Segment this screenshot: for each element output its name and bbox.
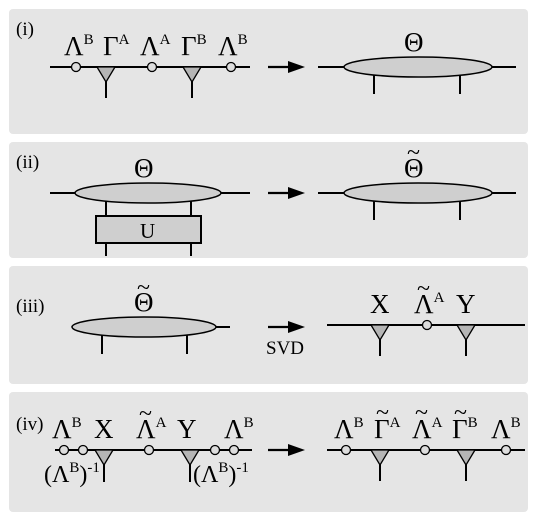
panel-iii-background	[9, 266, 528, 384]
panel-iv-left-labels: ΛB X ~ ΛA Y ΛB	[52, 401, 254, 444]
lambda-a-tilde-label: ~ ΛA	[414, 276, 445, 319]
theta-label: Θ	[134, 153, 154, 183]
x-tensor	[93, 449, 115, 467]
tilde-mark: ~	[139, 401, 152, 427]
theta-tensor	[343, 56, 493, 78]
lambda-b-node	[58, 444, 70, 456]
panel-i-labels: ΛB ΓA ΛA ΓB ΛB	[64, 31, 248, 61]
lambda-b-inverse-node	[209, 444, 221, 456]
gamma-a-tilde-tensor	[369, 449, 391, 467]
y-tensor	[179, 449, 201, 467]
panel-ii-id: (ii)	[16, 152, 39, 173]
lambda-a-tilde-node	[421, 319, 433, 331]
theta-tilde-tensor	[71, 316, 217, 338]
tilde-mark: ~	[137, 275, 150, 301]
tensor-label: ΛA	[136, 414, 167, 444]
tensor-label: ΛB	[334, 414, 364, 444]
tensor-label: Y	[177, 414, 197, 444]
gamma-b-tensor	[181, 66, 203, 84]
panel-iii-id: (iii)	[16, 296, 45, 317]
panel-iv-right-labels: ΛB ~ ΓA ~ ΛA ~ ΓB ΛB	[334, 400, 521, 444]
gamma-a-tensor	[95, 66, 117, 84]
tensor-label: ΛA	[412, 414, 443, 444]
lambda-b-node	[70, 61, 82, 73]
lambda-b-node	[228, 444, 240, 456]
panel-i: (i) ΛB ΓA ΛA ΓB ΛB Θ	[16, 19, 516, 98]
y-tensor	[455, 324, 477, 342]
lambda-b-inverse-node	[77, 444, 89, 456]
tensor-label: ΓB	[452, 414, 478, 444]
inverse-label: (ΛB)-1	[44, 460, 100, 488]
tensor-label: ΓA	[374, 414, 401, 444]
panel-iii-arrow	[268, 321, 305, 333]
theta-tilde-label: Θ	[134, 287, 154, 317]
panel-iv-arrow	[268, 444, 305, 456]
svd-label: SVD	[266, 338, 304, 359]
tensor-label: ΓB	[181, 31, 207, 61]
panel-iv-background	[9, 392, 528, 512]
lambda-b-node	[500, 444, 512, 456]
gate-label: U	[140, 219, 155, 243]
tensor-label: ΛB	[64, 31, 94, 61]
x-label: X	[370, 289, 390, 319]
theta-label: Θ	[404, 27, 424, 57]
lambda-b-node	[340, 444, 352, 456]
panel-ii-arrow	[268, 187, 305, 199]
tensor-label: ΓA	[103, 31, 130, 61]
tensor-label: ΛB	[218, 31, 248, 61]
panel-iv-inverse-labels: (ΛB)-1 (ΛB)-1	[44, 460, 249, 488]
panel-i-id: (i)	[16, 19, 34, 40]
theta-tensor	[74, 182, 222, 204]
theta-tilde-tensor	[343, 182, 493, 204]
gamma-b-tilde-tensor	[455, 449, 477, 467]
tilde-mark: ~	[376, 400, 389, 426]
tilde-mark: ~	[415, 400, 428, 426]
panel-iv-id: (iv)	[16, 414, 43, 435]
y-label: Y	[456, 289, 476, 319]
panel-i-arrow	[268, 61, 305, 73]
unitary-gate	[95, 215, 202, 244]
tilde-mark: ~	[407, 140, 420, 166]
tensor-label: ΛA	[140, 31, 171, 61]
lambda-a-node	[146, 61, 158, 73]
inverse-label: (ΛB)-1	[193, 460, 249, 488]
tensor-label: X	[94, 414, 114, 444]
tensor-label: ΛB	[224, 414, 254, 444]
x-tensor	[369, 324, 391, 342]
panel-ii: (ii) Θ U ~ Θ	[16, 140, 516, 256]
panel-iv: (iv) ΛB X ~ ΛA Y ΛB (ΛB)-1 (ΛB)-1	[16, 400, 525, 488]
theta-tilde-label: Θ	[404, 153, 424, 183]
svg-text:ΛA: ΛA	[414, 289, 445, 319]
tensor-label: ΛB	[491, 414, 521, 444]
svg-text:~: ~	[417, 276, 430, 302]
panel-i-background	[9, 9, 528, 134]
lambda-b-node	[225, 61, 237, 73]
lambda-a-tilde-node	[419, 444, 431, 456]
panel-iii: (iii) ~ Θ SVD X ~ ΛA Y	[16, 275, 525, 359]
tilde-mark: ~	[454, 400, 467, 426]
tensor-label: ΛB	[52, 414, 82, 444]
lambda-a-tilde-node	[143, 444, 155, 456]
